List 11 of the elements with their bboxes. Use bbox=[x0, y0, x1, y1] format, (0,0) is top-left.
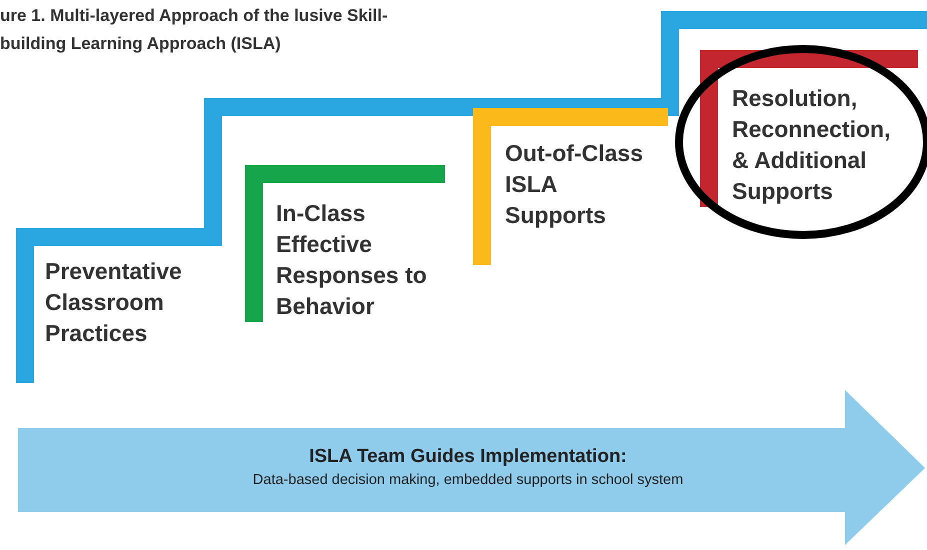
step bbox=[473, 108, 668, 265]
step bbox=[700, 50, 918, 207]
figure-title: ure 1. Multi-layered Approach of the lusive Skill-building Learning Approach (ISLA) bbox=[0, 5, 389, 55]
step bbox=[245, 165, 445, 322]
heading: ISLA Team Guides Implementation: bbox=[308, 445, 628, 469]
step-label: Resolution, Reconnection, & Additional Supports bbox=[732, 84, 892, 206]
implementation-arrow bbox=[18, 390, 925, 545]
step-label: Preventative Classroom Practices bbox=[45, 257, 183, 348]
subheading: Data-based decision making, embedded supports in school system bbox=[252, 471, 684, 490]
step-label: In-Class Effective Responses to Behavior bbox=[276, 199, 428, 321]
step-label: Out-of-Class ISLA Supports bbox=[505, 139, 644, 230]
